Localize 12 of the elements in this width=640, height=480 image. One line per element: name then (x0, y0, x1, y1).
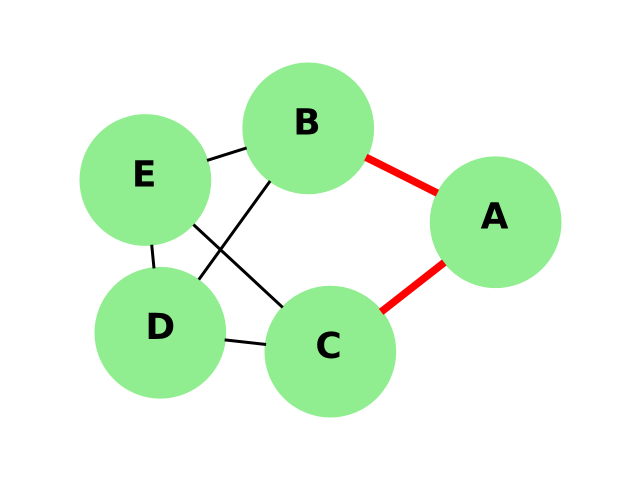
node-circle: C (264, 286, 396, 418)
connector (378, 260, 446, 315)
connector (197, 180, 271, 280)
connector (206, 146, 247, 162)
connector (150, 244, 155, 268)
connector (224, 338, 266, 346)
node-circle: A (429, 156, 562, 288)
connector (192, 224, 284, 309)
node-circle: D (94, 266, 226, 399)
node-circle: B (242, 62, 374, 194)
connector (364, 154, 439, 196)
node-circle: E (78, 114, 211, 246)
